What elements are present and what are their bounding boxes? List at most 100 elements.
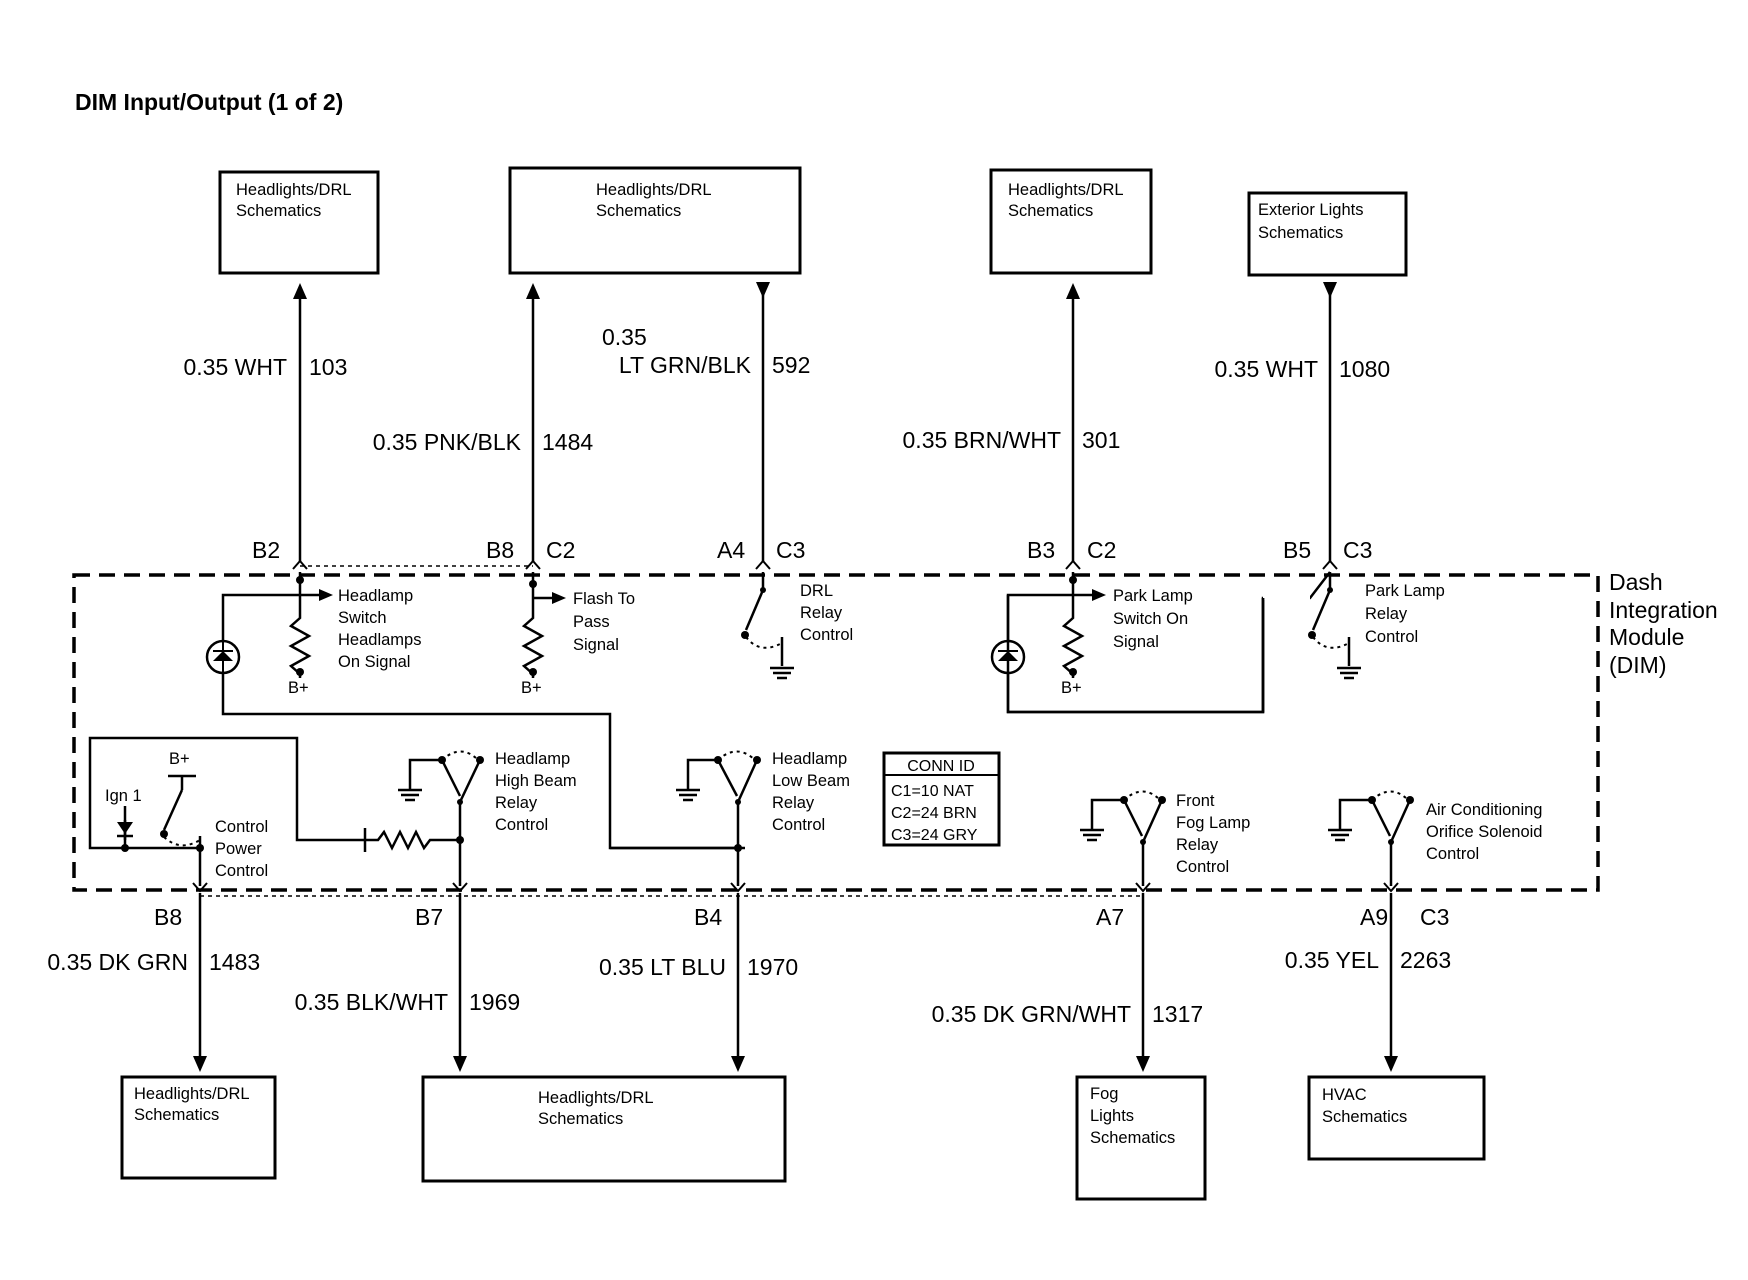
wire-592-gauge-top: 0.35 xyxy=(602,324,647,350)
wire-1483-gauge: 0.35 DK GRN xyxy=(47,949,188,975)
wire-103-circuit: 103 xyxy=(309,354,347,380)
diagram-text: Park Lamp xyxy=(1365,582,1445,600)
diagram-text: Control xyxy=(215,818,268,836)
park-relay-label: Park Lamp Relay Control xyxy=(1365,582,1445,646)
diagram-text: Headlamp xyxy=(338,587,413,605)
wire-1484-circuit: 1484 xyxy=(542,429,593,455)
diagram-text: B5 xyxy=(1283,537,1311,563)
diagram-text: C3 xyxy=(1420,904,1449,930)
park-switch-label: Park Lamp Switch On Signal xyxy=(1113,587,1193,651)
diagram-text: Ign 1 xyxy=(105,787,142,805)
diagram-text: Schematics xyxy=(1008,202,1093,220)
wire-1970-gauge: 0.35 LT BLU xyxy=(599,954,726,980)
diagram-text: Relay xyxy=(772,794,815,812)
ground-icon xyxy=(1328,822,1352,842)
diagram-text: Headlights/DRL xyxy=(134,1085,250,1103)
diagram-text: Control xyxy=(800,626,853,644)
box-headlights-drl-3: Headlights/DRL Schematics xyxy=(989,168,1153,275)
diagram-text: B3 xyxy=(1027,537,1055,563)
ground-icon xyxy=(1080,822,1104,842)
diagram-text: B4 xyxy=(694,904,722,930)
diagram-text: Relay xyxy=(1365,605,1408,623)
diagram-text: Control xyxy=(1365,628,1418,646)
diagram-text: Schematics xyxy=(1322,1108,1407,1126)
diagram-text: Control xyxy=(215,862,268,880)
diagram-text: Schematics xyxy=(236,202,321,220)
wire-1969-gauge: 0.35 BLK/WHT xyxy=(295,989,448,1015)
diagram-text: Power xyxy=(215,840,262,858)
wire-2263-circuit: 2263 xyxy=(1400,947,1451,973)
diagram-text: B+ xyxy=(169,750,190,768)
wire-1483-circuit: 1483 xyxy=(209,949,260,975)
drl-relay-label: DRL Relay Control xyxy=(800,582,853,644)
conn-id-table: CONN ID C1=10 NAT C2=24 BRN C3=24 GRY xyxy=(882,751,1001,847)
diagram-text: B7 xyxy=(415,904,443,930)
wire-1970-circuit: 1970 xyxy=(747,954,798,980)
box-headlights-drl-6: Headlights/DRL Schematics xyxy=(421,1075,787,1183)
diagram-text: (DIM) xyxy=(1609,652,1666,678)
low-beam-label: Headlamp Low Beam Relay Control xyxy=(772,750,850,834)
diagram-text: A9 xyxy=(1360,904,1388,930)
diagram-text: Switch On xyxy=(1113,610,1188,628)
wire-1080-circuit: 1080 xyxy=(1339,356,1390,382)
diagram-text: Exterior Lights xyxy=(1258,201,1363,219)
diagram-text: Schematics xyxy=(134,1106,219,1124)
diagram-text: C3 xyxy=(1343,537,1372,563)
diagram-text: Control xyxy=(1176,858,1229,876)
box-hvac: HVAC Schematics xyxy=(1307,1075,1486,1161)
diagram-text: Headlights/DRL xyxy=(1008,181,1124,199)
diagram-text: Schematics xyxy=(538,1110,623,1128)
wire-301-circuit: 301 xyxy=(1082,427,1120,453)
diagram-text: B+ xyxy=(521,679,542,697)
wire-1317-circuit: 1317 xyxy=(1152,1001,1203,1027)
resistor-icon xyxy=(363,828,460,852)
diagram-text: Pass xyxy=(573,613,610,631)
diagram-text: Flash To xyxy=(573,590,635,608)
wire-1484-gauge: 0.35 PNK/BLK xyxy=(373,429,522,455)
diagram-text: Front xyxy=(1176,792,1215,810)
diagram-text: B8 xyxy=(486,537,514,563)
diagram-text: Headlamps xyxy=(338,631,421,649)
diagram-text: C3=24 GRY xyxy=(891,827,978,844)
box-headlights-drl-2: Headlights/DRL Schematics xyxy=(508,166,802,275)
headlamp-switch-label: Headlamp Switch Headlamps On Signal xyxy=(338,587,421,671)
diagram-text: Fog Lamp xyxy=(1176,814,1250,832)
ign-diode-icon xyxy=(117,806,133,840)
diagram-text: Schematics xyxy=(1258,224,1343,242)
ground-icon xyxy=(398,782,422,802)
ac-solenoid-label: Air Conditioning Orifice Solenoid Contro… xyxy=(1426,801,1542,863)
diagram-text: C2 xyxy=(546,537,575,563)
wire-103-gauge: 0.35 WHT xyxy=(183,354,287,380)
box-exterior-lights: Exterior Lights Schematics xyxy=(1247,191,1408,277)
diagram-text: C2=24 BRN xyxy=(891,805,977,822)
diagram-text: Relay xyxy=(1176,836,1219,854)
diagram-text: Air Conditioning xyxy=(1426,801,1542,819)
diagram-text: B8 xyxy=(154,904,182,930)
ground-icon xyxy=(770,666,794,680)
wire-1080-gauge: 0.35 WHT xyxy=(1214,356,1318,382)
diagram-text: Control xyxy=(772,816,825,834)
wire-1317-gauge: 0.35 DK GRN/WHT xyxy=(932,1001,1131,1027)
diagram-text: Fog xyxy=(1090,1085,1118,1103)
diagram-text: Headlights/DRL xyxy=(538,1089,654,1107)
high-beam-label: Headlamp High Beam Relay Control xyxy=(495,750,577,834)
ground-icon xyxy=(1337,666,1361,680)
wire-301-gauge: 0.35 BRN/WHT xyxy=(903,427,1061,453)
flash-to-pass-label: Flash To Pass Signal xyxy=(573,590,635,654)
diagram-text: B2 xyxy=(252,537,280,563)
box-headlights-drl-5: Headlights/DRL Schematics xyxy=(120,1075,277,1180)
diagram-text: Module xyxy=(1609,624,1684,650)
diagram-text: C1=10 NAT xyxy=(891,783,974,800)
control-power-label: Control Power Control xyxy=(215,818,268,880)
diagram-text: A7 xyxy=(1096,904,1124,930)
diagram-text: C3 xyxy=(776,537,805,563)
diagram-text: Low Beam xyxy=(772,772,850,790)
diagram-text: Lights xyxy=(1090,1107,1134,1125)
ground-icon xyxy=(676,782,700,802)
wire-1969-circuit: 1969 xyxy=(469,989,520,1015)
diagram-text: DRL xyxy=(800,582,833,600)
wire-592-circuit: 592 xyxy=(772,352,810,378)
box-fog-lights: Fog Lights Schematics xyxy=(1075,1075,1207,1201)
diagram-text: Control xyxy=(495,816,548,834)
diagram-text: Dash xyxy=(1609,569,1663,595)
